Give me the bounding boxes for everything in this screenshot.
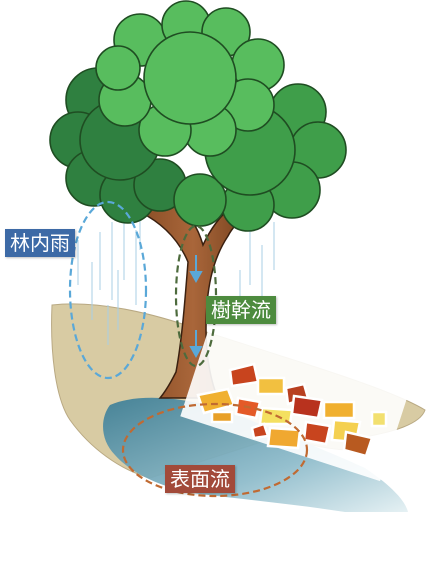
surface-flow-label: 表面流 bbox=[165, 465, 235, 493]
leaf-litter bbox=[180, 325, 410, 482]
tree-canopy-dark bbox=[49, 67, 187, 224]
throughfall-outline bbox=[68, 200, 148, 380]
surface-flow-outline bbox=[121, 402, 309, 498]
throughfall-label: 林内雨 bbox=[5, 229, 75, 257]
stemflow-label: 樹幹流 bbox=[206, 296, 276, 324]
stemflow-arrows bbox=[189, 255, 203, 359]
tree-canopy-light bbox=[95, 0, 285, 157]
tree-trunk bbox=[137, 203, 248, 399]
throughfall-rain-streaks bbox=[77, 205, 275, 345]
